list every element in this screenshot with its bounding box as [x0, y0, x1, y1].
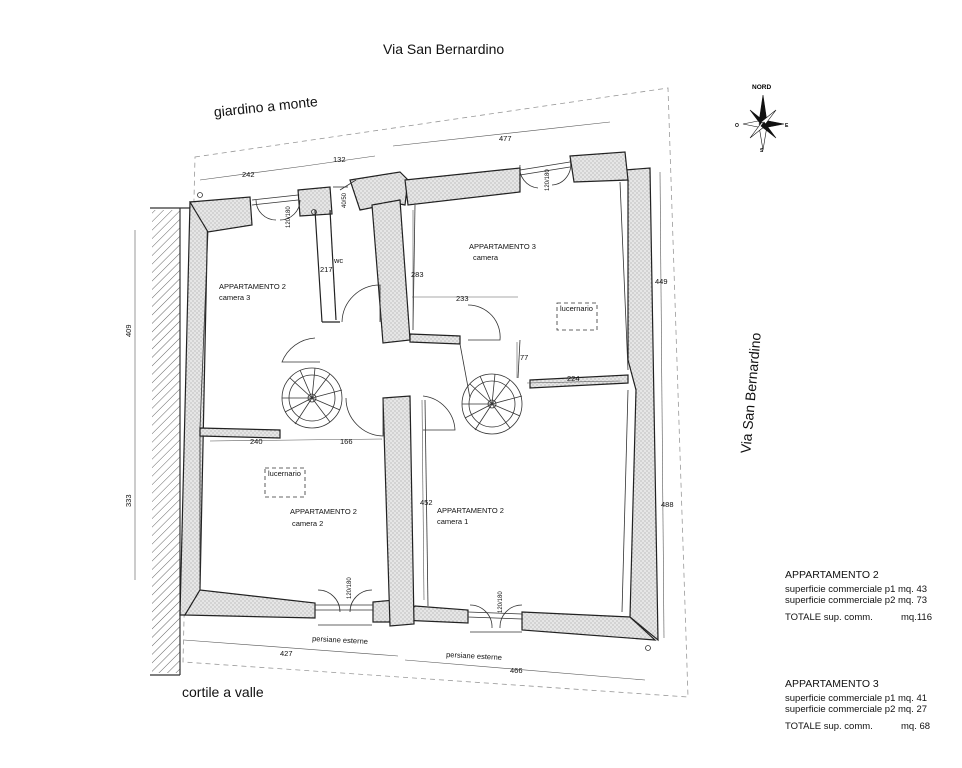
windows	[251, 161, 571, 620]
dim-label: 77	[520, 353, 528, 362]
skylight-label: lucernario	[268, 469, 301, 478]
summary-p1: superficie commerciale p1 mq. 41	[785, 693, 928, 704]
window-size: 120/180	[545, 169, 551, 191]
courtyard-label: cortile a valle	[182, 684, 264, 700]
room-label: camera 3	[219, 293, 250, 302]
outer-walls	[179, 151, 659, 642]
compass-north: NORD	[752, 84, 771, 91]
dim-label: 409	[124, 324, 133, 337]
dim-label: 217	[320, 265, 333, 274]
dim-label: 333	[124, 494, 133, 507]
summary-total: TOTALE sup. comm. mq. 68	[785, 721, 930, 732]
room-label: APPARTAMENTO 2	[437, 506, 504, 515]
room-label: camera 1	[437, 517, 468, 526]
compass-star-icon	[742, 94, 785, 151]
compass-east: E	[785, 123, 789, 129]
summary-total-value: mq. 68	[901, 721, 931, 732]
property-boundary	[182, 87, 689, 698]
street-label-top: Via San Bernardino	[383, 41, 505, 57]
dim-label: 240	[250, 437, 263, 446]
shutters-label: persiane esterne	[312, 634, 368, 646]
spiral-stair-left	[281, 367, 343, 429]
shutters-label: persiane esterne	[446, 650, 502, 662]
survey-markers	[197, 192, 651, 651]
summary-total: TOTALE sup. comm. mq.116	[785, 612, 932, 623]
summary-title: APPARTAMENTO 2	[785, 569, 879, 581]
dimension-lines	[134, 121, 665, 681]
dim-label: 488	[661, 500, 674, 509]
dim-label: 166	[340, 437, 353, 446]
summary-apartment-3: APPARTAMENTO 3 superficie commerciale p1…	[785, 678, 930, 733]
summary-apartment-2: APPARTAMENTO 2 superficie commerciale p1…	[785, 569, 932, 624]
summary-p1: superficie commerciale p1 mq. 43	[785, 584, 928, 595]
dim-label: 224	[567, 374, 580, 383]
summary-total-label: TOTALE sup. comm.	[785, 721, 873, 732]
summary-p2: superficie commerciale p2 mq. 73	[785, 595, 928, 606]
compass-rose: NORD S O E	[735, 84, 789, 154]
compass-west: O	[735, 123, 739, 129]
spiral-stair-right	[461, 373, 523, 435]
wc-label: wc	[333, 256, 343, 265]
window-size: 40/50	[342, 192, 348, 208]
left-neighbour-wall	[150, 207, 193, 676]
room-label: camera	[473, 253, 499, 262]
room-label: APPARTAMENTO 2	[290, 507, 357, 516]
dim-label: 449	[655, 277, 668, 286]
summary-p2: superficie commerciale p2 mq. 27	[785, 704, 928, 715]
window-size: 120/180	[498, 591, 504, 613]
dim-label: 427	[280, 649, 293, 658]
dim-label: 452	[420, 498, 433, 507]
room-label: APPARTAMENTO 2	[219, 282, 286, 291]
window-size: 120/180	[286, 206, 292, 228]
room-label: camera 2	[292, 519, 323, 528]
dim-label: 242	[242, 170, 255, 179]
dim-label: 132	[333, 155, 346, 164]
summary-title: APPARTAMENTO 3	[785, 678, 879, 690]
dim-label: 283	[411, 270, 424, 279]
door-swings	[255, 159, 571, 633]
summary-total-label: TOTALE sup. comm.	[785, 612, 873, 623]
inner-lines	[199, 181, 629, 613]
room-label: APPARTAMENTO 3	[469, 242, 536, 251]
summary-total-value: mq.116	[901, 612, 932, 623]
window-size: 120/180	[347, 577, 353, 599]
interior-walls	[199, 199, 629, 627]
dim-label: 233	[456, 294, 469, 303]
skylight-right	[556, 302, 598, 331]
dim-label: 466	[510, 666, 523, 675]
compass-south: S	[760, 148, 764, 154]
dim-label: 477	[499, 134, 512, 143]
skylight-label: lucernario	[560, 304, 593, 313]
